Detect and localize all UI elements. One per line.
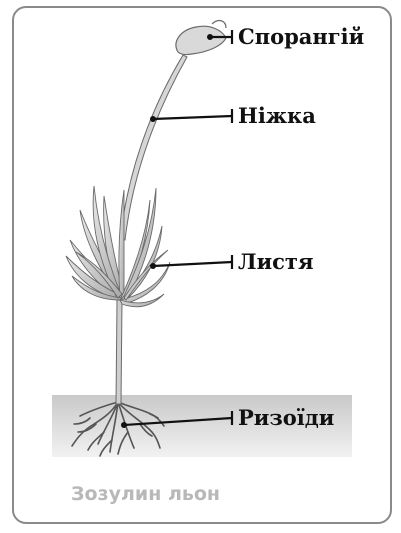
leader-leaves <box>153 262 232 266</box>
leader-stalk <box>153 116 232 119</box>
leader-lines <box>124 30 232 425</box>
diagram-caption: Зозулин льон <box>71 483 220 505</box>
label-stalk: Ніжка <box>238 103 316 128</box>
label-leaves: Листя <box>238 249 313 274</box>
label-rhizoids: Ризоїди <box>238 405 334 430</box>
lower-stem <box>116 300 122 404</box>
label-sporangium: Спорангій <box>238 24 364 49</box>
leaves <box>66 186 170 307</box>
